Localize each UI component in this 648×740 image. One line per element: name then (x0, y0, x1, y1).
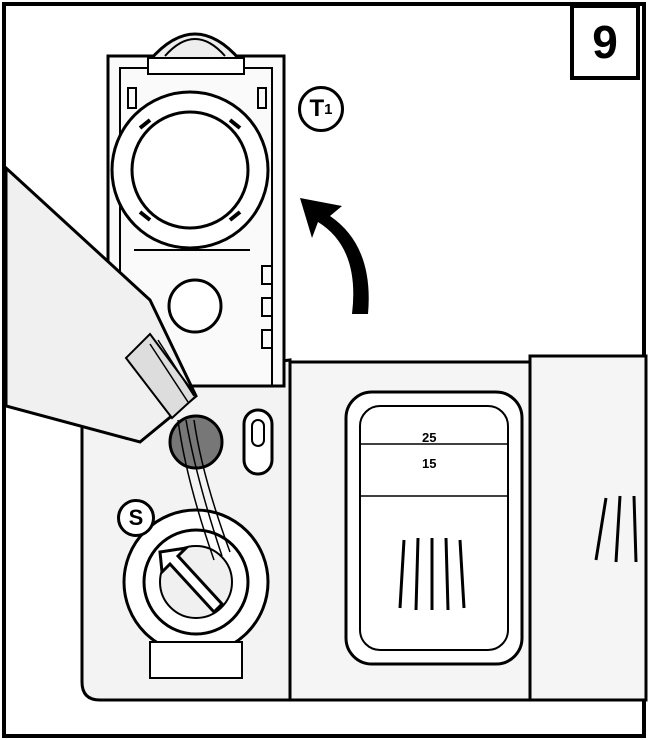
lid-marker-sub: 1 (324, 100, 333, 118)
dosage-dial (122, 508, 270, 679)
detergent-compartment (288, 354, 648, 702)
level-label-25: 25 (422, 430, 437, 445)
open-lid (106, 32, 286, 388)
level-label-15: 15 (422, 456, 437, 471)
dial-marker-text: S (128, 505, 144, 530)
tablet-ridges (398, 537, 466, 611)
lid-marker-main: T (309, 95, 325, 122)
dial-marker-s: S (117, 499, 155, 537)
rinse-stream-icon (177, 419, 231, 561)
step-number-box: 9 (570, 4, 640, 80)
detergent-bottle-icon (4, 164, 198, 444)
step-number: 9 (592, 16, 618, 68)
side-ridges (594, 495, 638, 563)
rotation-arrow-icon (300, 198, 369, 314)
dial-pointer-arrow-icon (158, 545, 225, 615)
